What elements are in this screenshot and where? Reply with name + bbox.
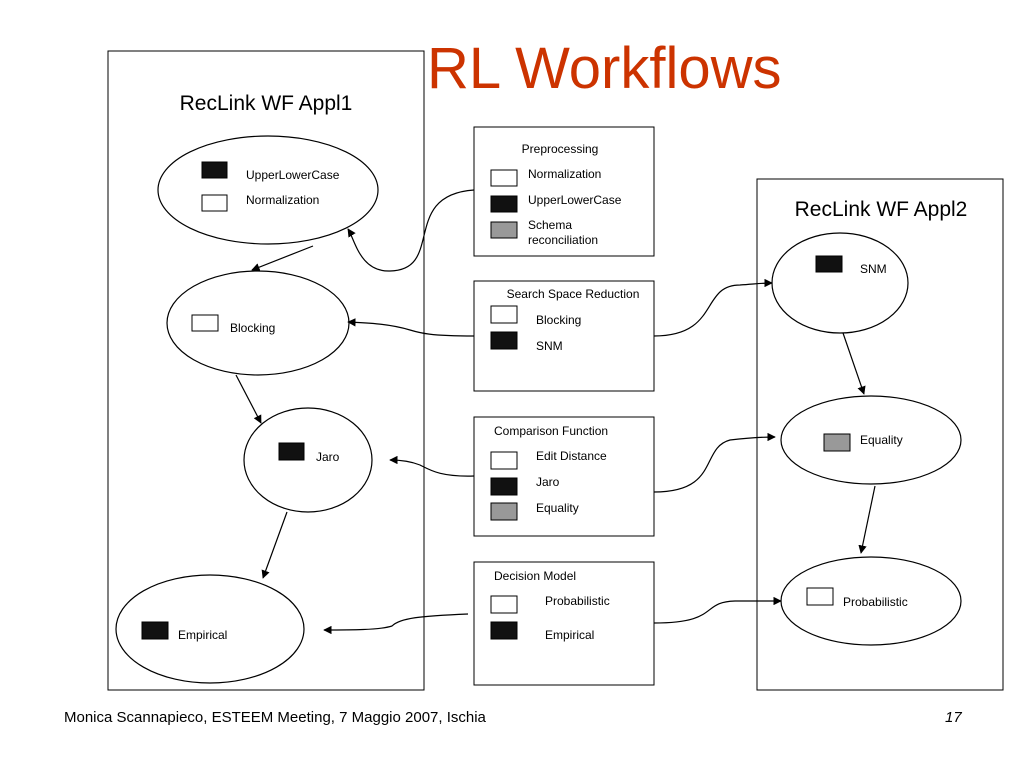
page-number: 17 — [945, 709, 962, 726]
swatch-gray — [823, 433, 851, 452]
node-label: Equality — [860, 433, 903, 447]
node-label: Blocking — [230, 321, 275, 335]
swatch-gray[interactable] — [490, 502, 518, 521]
node-label: Jaro — [316, 450, 340, 464]
node-label: Probabilistic — [843, 595, 908, 609]
swatch-white — [201, 194, 228, 212]
connector-preprocessing-to-app1 — [347, 189, 475, 272]
flow-arrow — [235, 374, 262, 424]
swatch-black[interactable] — [490, 621, 518, 640]
app1-title: RecLink WF Appl1 — [180, 92, 353, 115]
palette-item-label: Empirical — [545, 628, 594, 642]
swatch-white — [806, 587, 834, 606]
swatch-white[interactable] — [490, 451, 518, 470]
app1-node-preprocessing[interactable]: UpperLowerCase Normalization — [157, 135, 379, 245]
connector-comparison-to-app1 — [389, 455, 475, 477]
swatch-white[interactable] — [490, 305, 518, 324]
palette-preprocessing: Preprocessing Normalization UpperLowerCa… — [473, 126, 655, 257]
swatch-black — [141, 621, 169, 640]
node-label: Normalization — [246, 193, 319, 207]
app2-node-snm[interactable]: SNM — [771, 232, 909, 334]
swatch-white[interactable] — [490, 595, 518, 614]
flow-arrow — [261, 511, 288, 579]
palette-item-label: Jaro — [536, 475, 560, 489]
app1-node-blocking[interactable]: Blocking — [166, 270, 350, 376]
connector-decision-to-app1 — [323, 613, 469, 635]
app2-node-equality[interactable]: Equality — [780, 395, 962, 485]
slide-title: RL Workflows — [427, 36, 782, 101]
flow-arrow — [858, 485, 876, 554]
swatch-black — [815, 255, 843, 273]
connector-ssr-to-app2 — [653, 278, 773, 337]
palette-item-label-line2: reconciliation — [528, 233, 598, 247]
app1-node-empirical[interactable]: Empirical — [115, 574, 305, 684]
palette-title: Search Space Reduction — [507, 287, 640, 301]
app1-node-jaro[interactable]: Jaro — [243, 407, 373, 513]
connector-decision-to-app2 — [653, 596, 782, 624]
node-label: Empirical — [178, 628, 227, 642]
palette-comparison-function: Comparison Function Edit Distance Jaro E… — [473, 416, 655, 537]
swatch-gray[interactable] — [490, 221, 518, 239]
palette-title: Preprocessing — [522, 142, 599, 156]
palette-item-label: Normalization — [528, 167, 601, 181]
swatch-black[interactable] — [490, 477, 518, 496]
palette-title: Comparison Function — [494, 424, 608, 438]
app2-node-probabilistic[interactable]: Probabilistic — [780, 556, 962, 646]
palette-item-label: UpperLowerCase — [528, 193, 622, 207]
palette-item-label: Equality — [536, 501, 579, 515]
palette-search-space-reduction: Search Space Reduction Blocking SNM — [473, 280, 655, 392]
swatch-black — [201, 161, 228, 179]
palette-decision-model: Decision Model Probabilistic Empirical — [473, 561, 655, 686]
swatch-black[interactable] — [490, 331, 518, 350]
swatch-white[interactable] — [490, 169, 518, 187]
footer-text: Monica Scannapieco, ESTEEM Meeting, 7 Ma… — [64, 709, 487, 726]
palette-item-label-line1: Schema — [528, 218, 572, 232]
palette-title: Decision Model — [494, 569, 576, 583]
app2-title: RecLink WF Appl2 — [795, 198, 968, 221]
palette-item-label: SNM — [536, 339, 563, 353]
flow-arrow — [842, 332, 866, 395]
swatch-white — [191, 314, 219, 332]
connector-ssr-to-app1 — [347, 318, 475, 337]
flow-arrow — [251, 245, 314, 272]
node-label: UpperLowerCase — [246, 168, 340, 182]
swatch-black[interactable] — [490, 195, 518, 213]
palette-item-label: Edit Distance — [536, 449, 607, 463]
node-label: SNM — [860, 262, 887, 276]
palette-item-label: Probabilistic — [545, 594, 610, 608]
palette-item-label: Blocking — [536, 313, 581, 327]
connector-comparison-to-app2 — [653, 432, 776, 493]
swatch-black — [278, 442, 305, 461]
